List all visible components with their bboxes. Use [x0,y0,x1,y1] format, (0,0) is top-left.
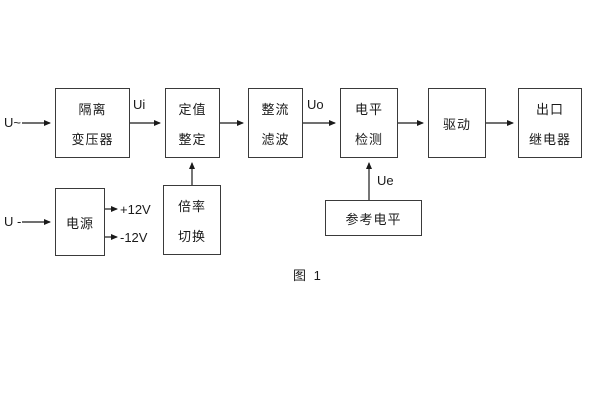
signal-label-minus12v: -12V [120,230,148,245]
block-reference-level: 参考电平 [325,200,422,236]
block-label: 滤波 [261,131,290,147]
block-rectifier-filter: 整流 滤波 [248,88,303,158]
signal-label-uo: Uo [307,97,324,112]
signal-label-plus12v: +12V [120,202,151,217]
block-label: 整定 [178,131,207,147]
block-label: 继电器 [528,131,571,147]
block-isolation-transformer: 隔离 变压器 [55,88,130,158]
figure-caption: 图 1 [293,268,323,283]
signal-label-ui: Ui [133,97,146,112]
signal-label-ue: Ue [377,173,394,188]
block-power-supply: 电源 [55,188,105,256]
block-label: 电源 [65,215,94,231]
block-label: 检测 [354,131,383,147]
block-label: 定值 [178,101,207,117]
block-label: 驱动 [442,116,471,132]
block-label: 出口 [535,101,564,117]
block-label: 切换 [177,228,206,244]
input-label-udc: U - [4,214,22,229]
block-output-relay: 出口 继电器 [518,88,582,158]
block-level-detect: 电平 检测 [340,88,398,158]
block-ratio-switch: 倍率 切换 [163,185,221,255]
input-label-uac: U~ [4,115,21,130]
block-label: 倍率 [177,198,206,214]
block-label: 整流 [261,101,290,117]
block-drive: 驱动 [428,88,486,158]
block-label: 隔离 [78,101,107,117]
block-label: 参考电平 [345,211,402,227]
block-label: 电平 [354,101,383,117]
block-label: 变压器 [71,131,114,147]
block-setting-adjust: 定值 整定 [165,88,220,158]
